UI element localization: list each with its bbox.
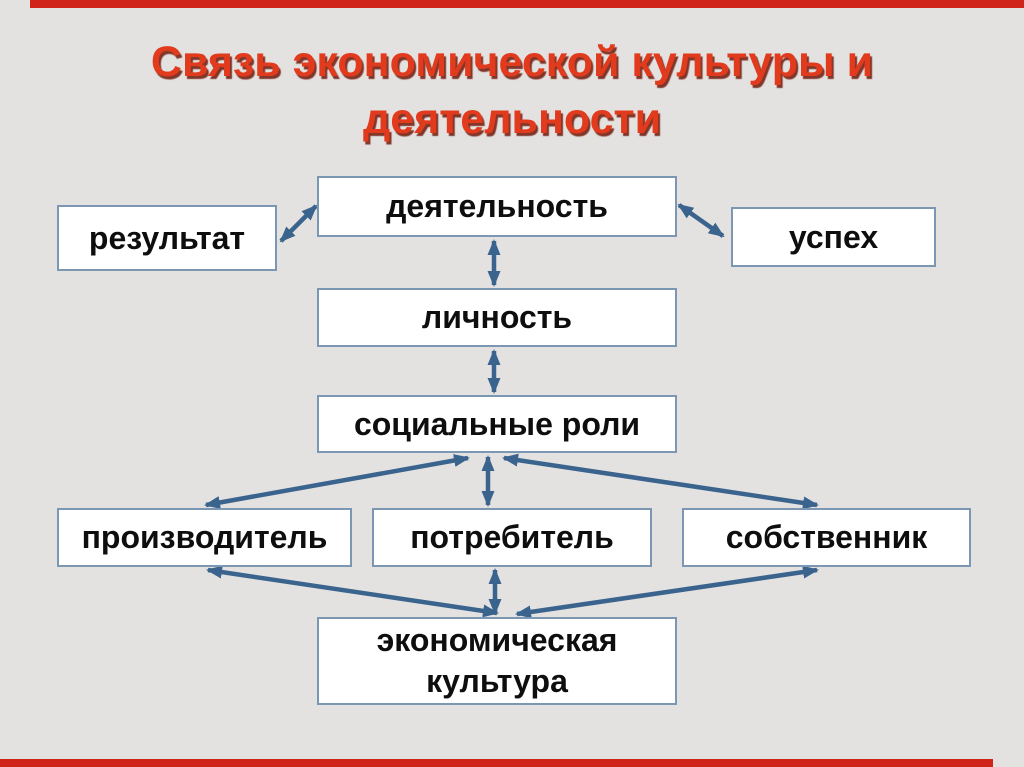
- node-economic-culture-label: экономическая культура: [376, 622, 618, 699]
- node-social-roles: социальные роли: [317, 395, 677, 453]
- node-producer-label: производитель: [81, 519, 328, 556]
- edge-result-activity: [279, 204, 318, 243]
- top-accent-bar: [30, 0, 1024, 8]
- edge-activity-success: [677, 203, 725, 238]
- slide-title: Связь экономической культуры и деятельно…: [150, 38, 874, 143]
- node-social-roles-label: социальные роли: [353, 405, 641, 442]
- node-personality: личность: [317, 288, 677, 347]
- node-activity: деятельность: [317, 176, 677, 237]
- edge-owner-economic_culture: [515, 565, 819, 619]
- node-success-label: успех: [788, 218, 879, 255]
- node-consumer-label: потребитель: [410, 519, 614, 556]
- node-activity-label: деятельность: [386, 188, 608, 225]
- node-owner: собственник: [682, 508, 971, 567]
- edge-social_roles-producer: [204, 454, 470, 509]
- node-personality-label: личность: [421, 299, 573, 336]
- bottom-accent-bar: [0, 759, 993, 767]
- node-producer: производитель: [57, 508, 352, 567]
- node-success: успех: [731, 207, 936, 267]
- node-economic-culture: экономическая культура: [317, 617, 677, 705]
- node-result-label: результат: [88, 219, 246, 256]
- node-owner-label: собственник: [725, 519, 928, 556]
- edge-social_roles-owner: [502, 453, 819, 510]
- node-consumer: потребитель: [372, 508, 652, 567]
- edge-producer-economic_culture: [206, 565, 499, 618]
- node-result: результат: [57, 205, 277, 271]
